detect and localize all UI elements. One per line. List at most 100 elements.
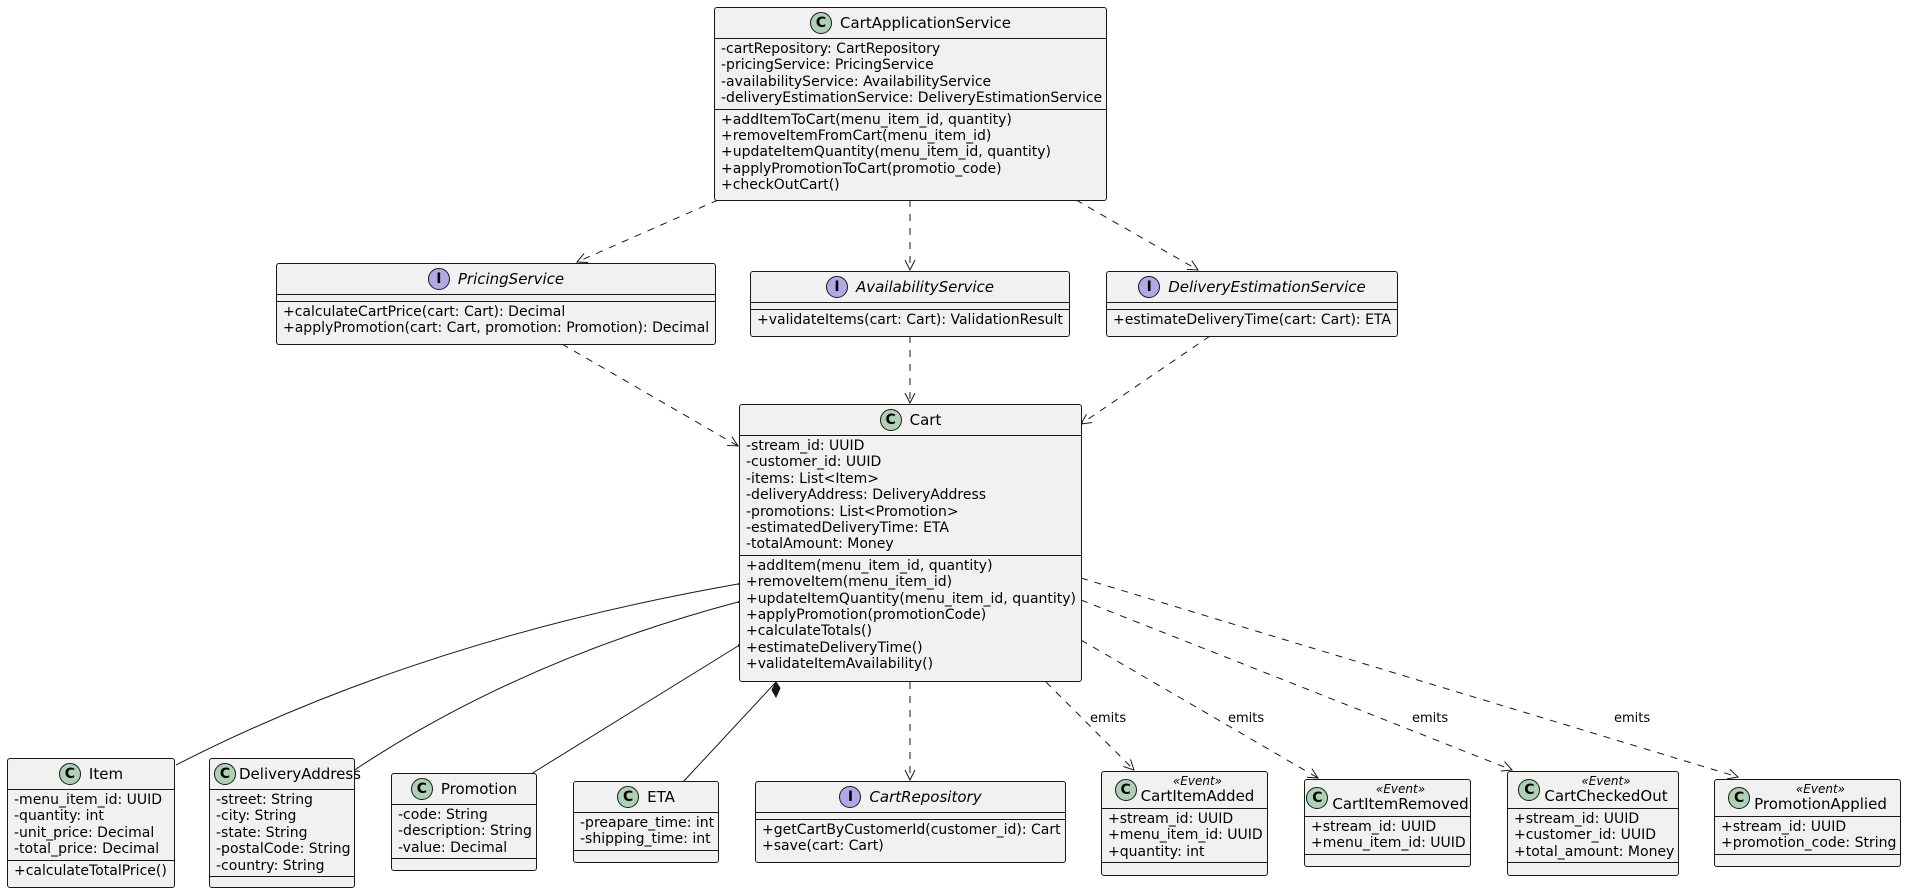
event-cart-item-added[interactable]: C «Event» CartItemAdded +stream_id: UUID… <box>1101 771 1268 876</box>
field: -cartRepository: CartRepository <box>721 41 941 57</box>
class-name: ETA <box>647 787 675 806</box>
emits-promotion-applied <box>1080 577 1738 777</box>
class-icon: C <box>214 763 236 785</box>
methods-section: +addItem(menu_item_id, quantity) +remove… <box>740 554 1081 675</box>
field: -unit_price: Decimal <box>14 824 155 841</box>
interface-name: AvailabilityService <box>855 277 995 296</box>
class-name: DeliveryAddress <box>239 764 361 783</box>
method: +calculateTotalPrice() <box>14 862 167 879</box>
field: -preapare_time: int <box>580 815 715 831</box>
field: -availabilityService: AvailabilityServic… <box>721 73 992 90</box>
event-promotion-applied[interactable]: C «Event» PromotionApplied +stream_id: U… <box>1714 779 1901 867</box>
field: -city: String <box>216 808 297 825</box>
class-icon: C <box>58 763 81 785</box>
field: -code: String <box>398 807 488 823</box>
field: +stream_id: UUID <box>1108 811 1234 827</box>
methods-section <box>392 858 536 865</box>
edge-label-emits: emits <box>1614 711 1651 726</box>
method: +addItem(menu_item_id, quantity) <box>746 557 993 574</box>
interface-name: PricingService <box>457 269 565 288</box>
field: -country: String <box>216 857 325 874</box>
fields-section: +stream_id: UUID +customer_id: UUID +tot… <box>1508 808 1678 862</box>
field: +menu_item_id: UUID <box>1311 835 1466 852</box>
methods-section: +calculateCartPrice(cart: Cart): Decimal… <box>277 301 715 339</box>
class-icon: C <box>1518 779 1541 801</box>
class-cart-application-service[interactable]: C CartApplicationService -cartRepository:… <box>714 7 1107 201</box>
method: +validateItems(cart: Cart): ValidationRe… <box>757 312 1063 328</box>
interface-icon: I <box>839 786 862 808</box>
fields-section: -menu_item_id: UUID -quantity: int -unit… <box>8 789 174 860</box>
interface-pricing-service[interactable]: I PricingService +calculateCartPrice(cart… <box>276 263 716 345</box>
methods-section <box>1102 862 1267 869</box>
emits-item-added <box>1045 681 1134 770</box>
field: +promotion_code: String <box>1721 835 1897 852</box>
event-cart-item-removed[interactable]: C «Event» CartItemRemoved +stream_id: UU… <box>1304 779 1471 867</box>
method: +validateItemAvailability() <box>746 656 934 673</box>
method: +save(cart: Cart) <box>762 838 884 855</box>
method: +applyPromotion(promotionCode) <box>746 607 987 624</box>
class-name: Cart <box>909 410 942 429</box>
interface-availability-service[interactable]: I AvailabilityService +validateItems(cart… <box>750 271 1070 337</box>
method: +updateItemQuantity(menu_item_id, quanti… <box>746 590 1077 607</box>
field: +quantity: int <box>1108 843 1205 860</box>
class-name: CartCheckedOut <box>1544 787 1668 805</box>
interface-delivery-estimation-service[interactable]: I DeliveryEstimationService +estimateDeli… <box>1106 271 1398 337</box>
emits-item-removed <box>1080 639 1318 778</box>
fields-section: -preapare_time: int -shipping_time: int <box>574 812 718 850</box>
field: -stream_id: UUID <box>746 438 865 454</box>
class-name: CartItemRemoved <box>1332 795 1469 813</box>
edge-label-emits: emits <box>1090 711 1127 726</box>
field: -pricingService: PricingService <box>721 57 934 74</box>
class-icon: C <box>1306 787 1329 809</box>
methods-section <box>1715 853 1900 861</box>
interface-icon: I <box>1138 276 1161 298</box>
interface-icon: I <box>825 276 848 298</box>
class-icon: C <box>810 12 833 34</box>
class-icon: C <box>1114 779 1137 801</box>
field: +stream_id: UUID <box>1311 819 1437 835</box>
emits-checked-out <box>1080 599 1512 770</box>
method: +applyPromotion(cart: Cart, promotion: P… <box>283 320 710 337</box>
interface-icon: I <box>427 268 450 290</box>
method: +checkOutCart() <box>721 177 840 194</box>
method: +calculateTotals() <box>746 623 872 640</box>
field: +stream_id: UUID <box>1721 819 1847 835</box>
field: -deliveryAddress: DeliveryAddress <box>746 487 987 504</box>
method: +removeItemFromCart(menu_item_id) <box>721 128 992 145</box>
event-cart-checked-out[interactable]: C «Event» CartCheckedOut +stream_id: UUI… <box>1507 771 1679 876</box>
fields-section: +stream_id: UUID +menu_item_id: UUID +qu… <box>1102 808 1267 862</box>
class-icon: C <box>410 778 433 800</box>
fields-section: -cartRepository: CartRepository -pricing… <box>715 38 1106 109</box>
field: -items: List<Item> <box>746 470 879 487</box>
class-name: CartItemAdded <box>1140 787 1255 805</box>
field: -state: String <box>216 824 308 841</box>
methods-section: +validateItems(cart: Cart): ValidationRe… <box>751 309 1069 330</box>
method: +updateItemQuantity(menu_item_id, quanti… <box>721 144 1052 161</box>
class-name: CartApplicationService <box>840 13 1011 32</box>
fields-section <box>751 302 1069 309</box>
composition-cart-address <box>352 601 739 772</box>
methods-section <box>1508 862 1678 869</box>
stereotype-label: «Event» <box>1375 782 1426 796</box>
aggregation-cart-item <box>175 583 739 766</box>
stereotype-label: «Event» <box>1581 774 1631 788</box>
edge-label-emits: emits <box>1228 711 1265 726</box>
field: +stream_id: UUID <box>1514 811 1640 827</box>
interface-name: CartRepository <box>869 787 982 806</box>
method: +applyPromotionToCart(promotio_code) <box>721 160 1002 177</box>
fields-section: +stream_id: UUID +promotion_code: String <box>1715 816 1900 854</box>
fields-section: -street: String -city: String -state: St… <box>210 789 354 876</box>
methods-section <box>1305 853 1470 861</box>
composition-cart-eta <box>682 681 777 783</box>
interface-name: DeliveryEstimationService <box>1168 277 1366 296</box>
field: +menu_item_id: UUID <box>1108 827 1263 844</box>
method: +estimateDeliveryTime(cart: Cart): ETA <box>1113 312 1391 328</box>
field: -value: Decimal <box>398 839 508 856</box>
fields-section <box>277 294 715 301</box>
